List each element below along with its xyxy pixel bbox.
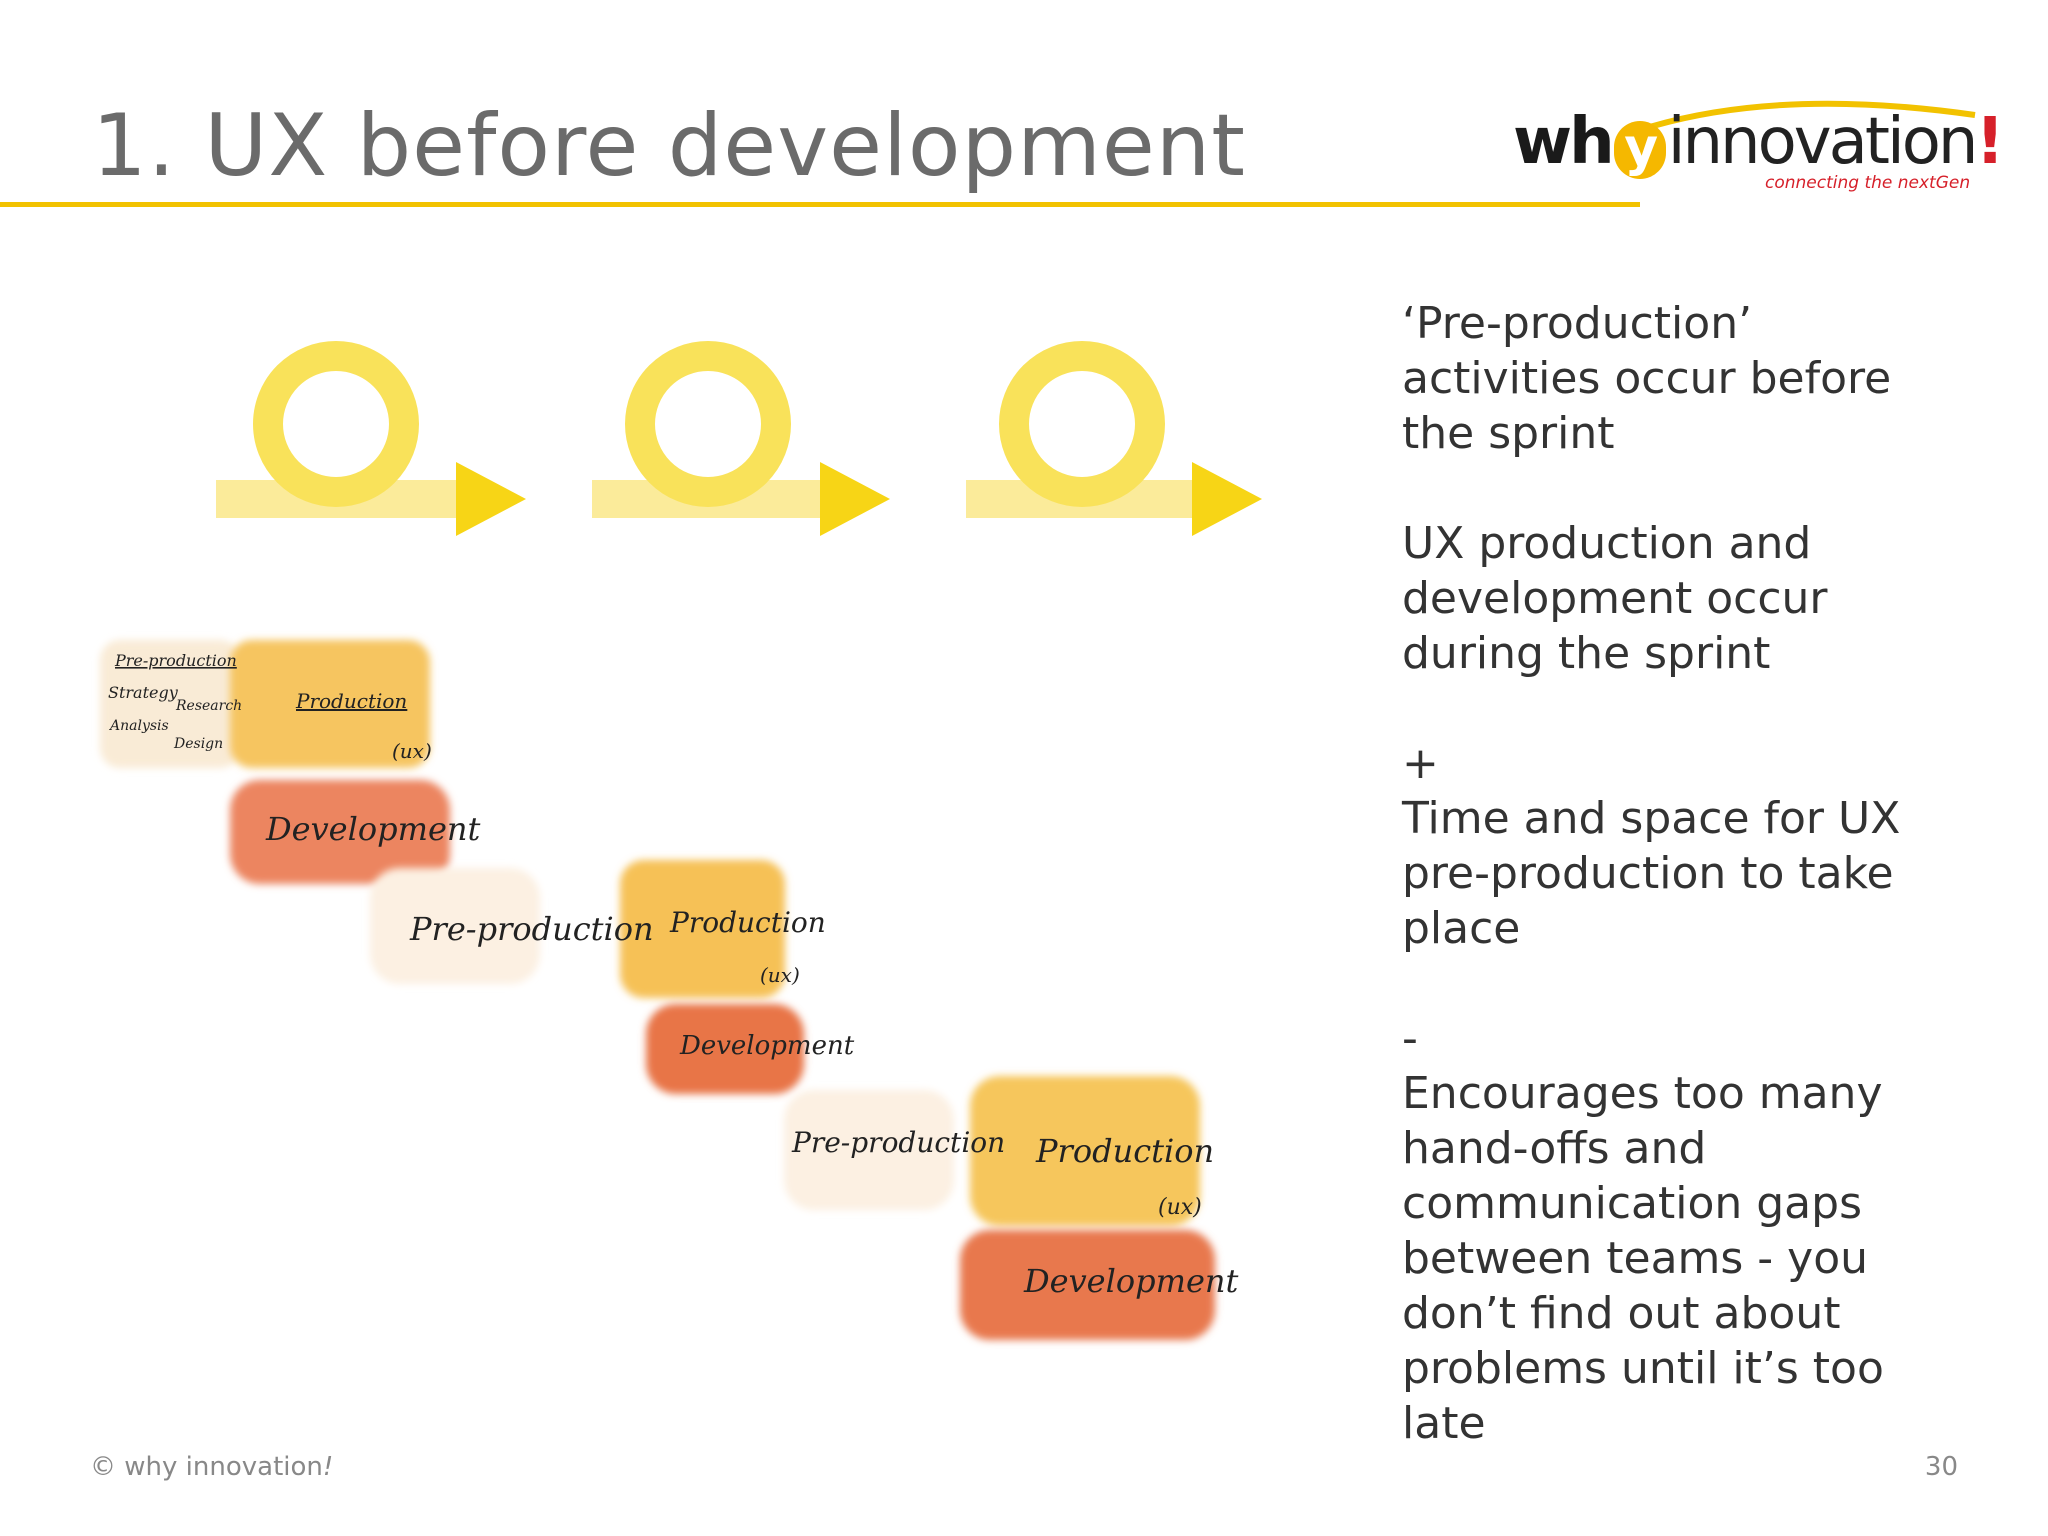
logo-innovation: innovation [1667,105,1979,179]
logo-y: y [1613,121,1666,179]
preproduction-item: Research [175,698,242,714]
production-wash [230,640,430,768]
sprint-block-1: Pre-production Strategy Research Analysi… [100,640,480,884]
preproduction-item: Design [173,736,223,752]
logo-exclaim: ! [1975,105,2004,179]
preproduction-label: Pre-production [409,910,654,948]
production-label: Production [669,906,826,939]
ux-before-development-diagram: Pre-production Strategy Research Analysi… [100,341,1262,1340]
copyright-exclaim: ! [322,1452,334,1482]
spacer [1402,681,2002,736]
production-wash [970,1076,1200,1226]
note-pro: + Time and space for UX pre-production t… [1402,738,1901,954]
development-wash [960,1230,1215,1340]
copyright-text: © why innovation [90,1452,323,1482]
sprint-cycle-icon [216,341,526,536]
sprint-cycle-icon [966,341,1262,536]
copyright: © why innovation! [90,1452,333,1482]
spacer [1402,956,2002,1011]
production-label: Production [295,689,407,713]
ux-label: (ux) [1158,1195,1202,1220]
preproduction-item: Strategy [108,683,179,702]
ux-label: (ux) [392,739,432,763]
preproduction-item: Analysis [108,718,169,734]
note-production: UX production and development occur duri… [1402,518,1828,679]
note-preproduction: ‘Pre-production’ activities occur before… [1402,298,1892,459]
logo-wh: wh [1513,105,1615,179]
preproduction-label: Pre-production [791,1126,1005,1159]
preproduction-wash [370,868,540,984]
slide-title: 1. UX before development [92,96,1247,196]
preproduction-wash [784,1090,954,1210]
preproduction-label: Pre-production [114,651,237,670]
preproduction-wash [100,640,240,768]
development-wash [646,1004,804,1094]
ux-label: (ux) [760,963,800,987]
development-wash [230,780,450,884]
development-label: Development [1023,1262,1238,1300]
spacer [1402,461,2002,516]
sprint-block-2: Pre-production Production (ux) Developme… [370,860,855,1094]
sprint-block-3: Pre-production Production (ux) Developme… [784,1076,1238,1340]
logo-swoosh-icon [1623,100,1976,138]
logo-tagline: connecting the nextGen [1765,173,1971,193]
sprint-cycle-icon [592,341,890,536]
production-label: Production [1035,1132,1214,1170]
sidebar-notes: ‘Pre-production’ activities occur before… [1402,296,2002,1451]
production-wash [620,860,785,998]
title-underline [0,202,1640,207]
page-number: 30 [1924,1452,1958,1482]
note-con: - Encourages too many hand-offs and comm… [1402,1013,1884,1449]
development-label: Development [265,810,480,848]
development-label: Development [679,1031,855,1061]
